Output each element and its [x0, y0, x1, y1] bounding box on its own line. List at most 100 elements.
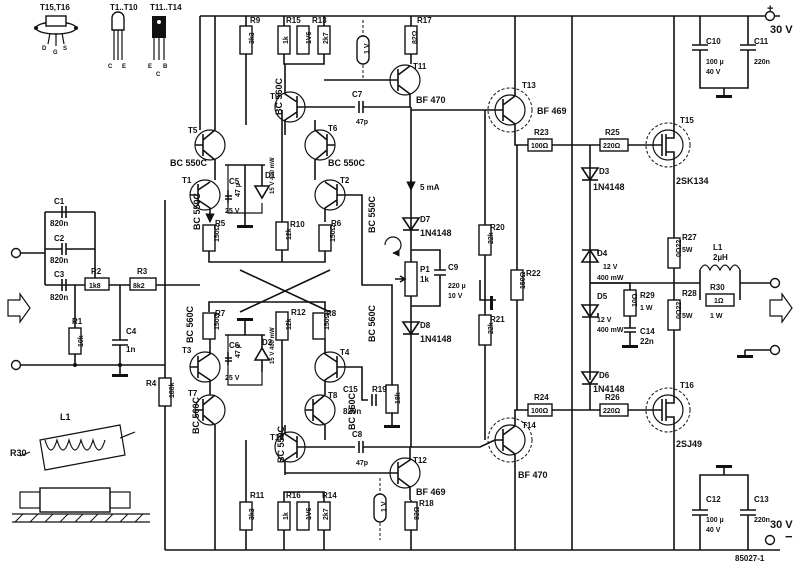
svg-text:10 V: 10 V [448, 293, 463, 300]
svg-text:100Ω: 100Ω [531, 408, 549, 415]
svg-text:D: D [42, 46, 47, 52]
svg-text:BF 470: BF 470 [416, 95, 446, 105]
svg-text:BC 550C: BC 550C [367, 195, 377, 233]
svg-text:R20: R20 [490, 223, 505, 232]
driver-stage: T13 BF 469 T14 BF 470 R20 22k R21 22k R2… [411, 16, 655, 550]
svg-text:T11: T11 [413, 62, 427, 71]
svg-text:18k: 18k [395, 392, 402, 404]
svg-text:2k7: 2k7 [323, 508, 330, 520]
svg-text:R4: R4 [146, 379, 157, 388]
svg-text:D5: D5 [597, 292, 608, 301]
svg-text:C6: C6 [229, 341, 240, 350]
svg-text:T13: T13 [522, 81, 536, 90]
svg-text:220n: 220n [754, 517, 770, 524]
svg-text:T11..T14: T11..T14 [150, 3, 182, 12]
svg-text:100 µ: 100 µ [706, 517, 724, 524]
svg-text:15 V 400 mW: 15 V 400 mW [270, 327, 276, 364]
svg-text:R18: R18 [419, 499, 434, 508]
svg-text:T9: T9 [270, 92, 280, 101]
svg-text:400 mW: 400 mW [597, 275, 624, 282]
svg-text:L1: L1 [60, 412, 71, 422]
svg-text:R19: R19 [372, 385, 387, 394]
svg-text:T5: T5 [188, 126, 198, 135]
svg-text:47 µ: 47 µ [235, 183, 242, 197]
svg-text:220n: 220n [754, 59, 770, 66]
svg-text:10Ω: 10Ω [632, 293, 639, 307]
svg-text:22k: 22k [488, 322, 495, 334]
diff-pair-bottom: R7 150Ω R8 150Ω R12 12k T3 BC 560C T4 BC… [182, 269, 377, 550]
svg-text:R30: R30 [710, 283, 725, 292]
svg-text:R9: R9 [250, 16, 261, 25]
svg-text:T15: T15 [680, 116, 694, 125]
svg-text:BC 550C: BC 550C [328, 158, 366, 168]
svg-text:25 V: 25 V [225, 375, 240, 382]
svg-text:T15,T16: T15,T16 [40, 3, 70, 12]
svg-text:15 V 400 mW: 15 V 400 mW [270, 157, 276, 194]
svg-text:R26: R26 [605, 393, 620, 402]
negative-supply-label: 30 V [770, 519, 793, 531]
svg-text:820n: 820n [50, 219, 68, 228]
svg-text:R16: R16 [286, 491, 301, 500]
svg-text:820n: 820n [343, 407, 361, 416]
svg-text:1 V: 1 V [364, 43, 371, 54]
svg-text:R8: R8 [326, 309, 337, 318]
svg-text:T3: T3 [182, 346, 192, 355]
svg-text:D6: D6 [599, 371, 610, 380]
svg-text:R5: R5 [215, 219, 226, 228]
svg-text:T4: T4 [340, 348, 350, 357]
svg-text:820n: 820n [50, 293, 68, 302]
svg-text:T10: T10 [270, 433, 284, 442]
diff-pair-top: T1 BC 550C T5 BC 550C T6 BC 550C T2 BC 5… [170, 16, 377, 263]
svg-text:BC 560C: BC 560C [274, 77, 284, 115]
svg-text:D8: D8 [420, 321, 431, 330]
svg-text:R10: R10 [290, 220, 305, 229]
svg-text:T12: T12 [413, 456, 427, 465]
svg-text:0Ω22: 0Ω22 [676, 240, 683, 257]
svg-text:1 W: 1 W [710, 313, 723, 320]
input-section: C1 820n C2 820n C3 820n R2 1k8 R3 8k2 R1… [7, 197, 200, 407]
svg-text:BC 550C: BC 550C [192, 192, 202, 230]
svg-text:820n: 820n [50, 256, 68, 265]
svg-text:1V6: 1V6 [306, 31, 313, 44]
svg-text:2SJ49: 2SJ49 [676, 439, 702, 449]
svg-text:C9: C9 [448, 263, 459, 272]
svg-text:2µH: 2µH [713, 253, 728, 262]
svg-text:T6: T6 [328, 124, 338, 133]
svg-text:1k: 1k [283, 36, 290, 44]
svg-text:D7: D7 [420, 215, 431, 224]
svg-text:47p: 47p [356, 119, 368, 126]
svg-text:E: E [148, 64, 152, 70]
svg-text:8k2: 8k2 [133, 283, 145, 290]
svg-text:B: B [163, 64, 168, 70]
svg-text:T16: T16 [680, 381, 694, 390]
svg-text:S: S [63, 46, 67, 52]
svg-text:47p: 47p [356, 460, 368, 467]
package-drawings: T15,T16 D G S T1..T10 C E T11..T14 E B C [34, 3, 182, 78]
svg-text:C13: C13 [754, 495, 769, 504]
svg-text:400 mW: 400 mW [597, 327, 624, 334]
svg-text:40 V: 40 V [706, 527, 721, 534]
svg-text:5W: 5W [682, 313, 693, 320]
svg-text:220Ω: 220Ω [603, 143, 621, 150]
svg-text:150Ω: 150Ω [324, 312, 331, 330]
svg-text:−: − [785, 529, 793, 544]
svg-text:BF 470: BF 470 [518, 470, 548, 480]
negative-supply-terminal: − 30 V [764, 519, 793, 546]
svg-text:G: G [53, 50, 58, 56]
svg-text:1Ω: 1Ω [714, 298, 724, 305]
svg-text:25 V: 25 V [225, 208, 240, 215]
svg-text:3k3: 3k3 [249, 32, 256, 44]
svg-text:220Ω: 220Ω [603, 408, 621, 415]
svg-text:150Ω: 150Ω [520, 271, 527, 289]
svg-text:BC 560C: BC 560C [185, 305, 195, 343]
svg-text:C14: C14 [640, 327, 655, 336]
svg-text:5 mA: 5 mA [420, 183, 440, 192]
svg-text:R6: R6 [331, 219, 342, 228]
svg-text:R30: R30 [10, 448, 27, 458]
svg-text:40 V: 40 V [706, 69, 721, 76]
svg-text:P1: P1 [420, 265, 430, 274]
svg-text:22k: 22k [488, 232, 495, 244]
supply-decoupling: C10 100 µ 40 V C11 220n C12 100 µ 40 V C… [692, 16, 770, 550]
svg-text:180k: 180k [169, 382, 176, 398]
